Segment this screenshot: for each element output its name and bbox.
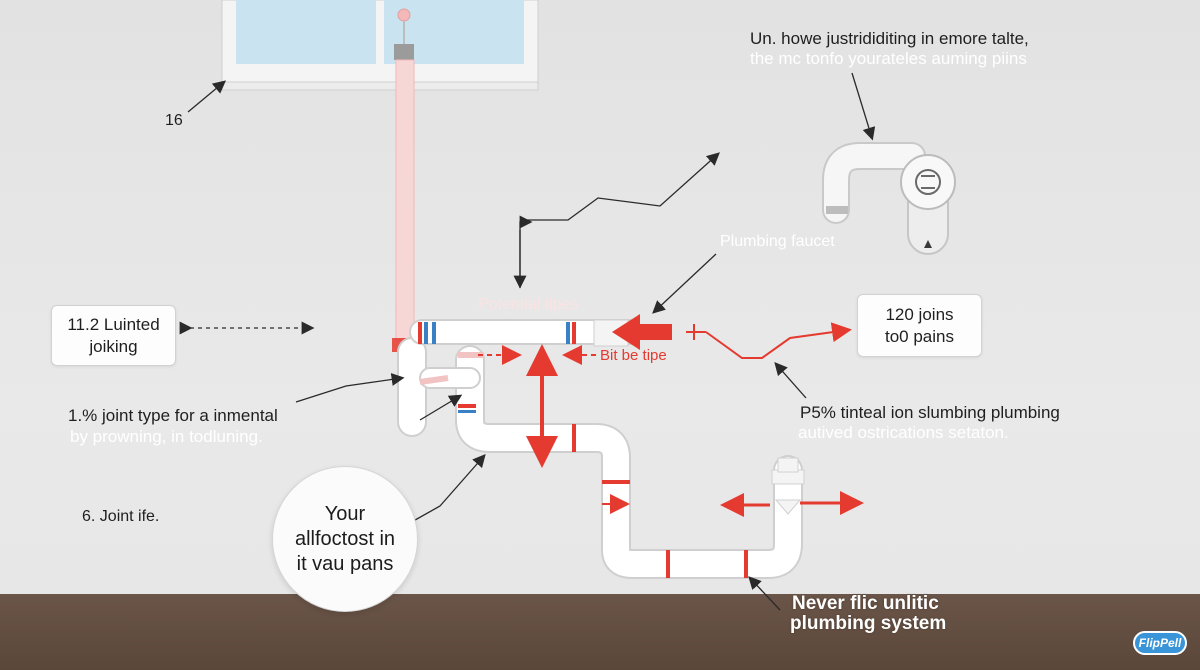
circle-line2: allfoctost in (294, 527, 396, 550)
red-arrows (419, 253, 864, 517)
joint-type-line1: 1.% joint type for a inmental (68, 406, 278, 425)
callout-circle: Your allfoctost in it vau pans (272, 466, 418, 612)
joint-type-line2: by prowning, in todluning. (70, 427, 263, 446)
drain-pipes (397, 319, 803, 579)
bottom-caption-line1: Never flic unlitic (792, 593, 939, 614)
brand-logo: FlipPell (1133, 631, 1187, 655)
ground-soil (0, 594, 1200, 670)
circle-line1: Your (324, 502, 366, 525)
brand-logo-text: FlipPell (1138, 636, 1182, 650)
faucet-illustration (822, 142, 956, 255)
box-right-line2: to0 pains (885, 327, 954, 346)
top-right-caption-line2: the mc tonfo yourateles auming piins (750, 49, 1027, 68)
right-note-line2: autived ostrications setaton. (798, 423, 1009, 442)
leader-lines (179, 72, 876, 611)
potential-tipes-label: Potential tipes (478, 296, 579, 313)
box-right-line1: 120 joins (885, 305, 954, 324)
box-left-line1: 11.2 Luinted (67, 315, 160, 334)
joint-ife-label: 6. Joint ife. (82, 508, 160, 525)
number-label-16: 16 (165, 112, 183, 129)
box-joins-pains: 120 joins to0 pains (857, 294, 982, 357)
top-right-caption-line1: Un. howe justrididiting in emore talte, (750, 29, 1029, 48)
circle-line3: it vau pans (296, 552, 394, 575)
bottom-caption-line2: plumbing system (790, 613, 947, 634)
pipe-fittings (418, 319, 805, 578)
bit-be-tipe-label: Bit be tipe (600, 347, 667, 364)
window (221, 0, 539, 91)
vent-stack (392, 8, 418, 352)
right-note-line1: P5% tinteal ion slumbing plumbing (800, 403, 1060, 422)
box-left-line2: joiking (89, 337, 138, 356)
box-luinted-joiking: 11.2 Luinted joiking (51, 305, 176, 366)
plumbing-faucet-label: Plumbing faucet (720, 233, 835, 250)
